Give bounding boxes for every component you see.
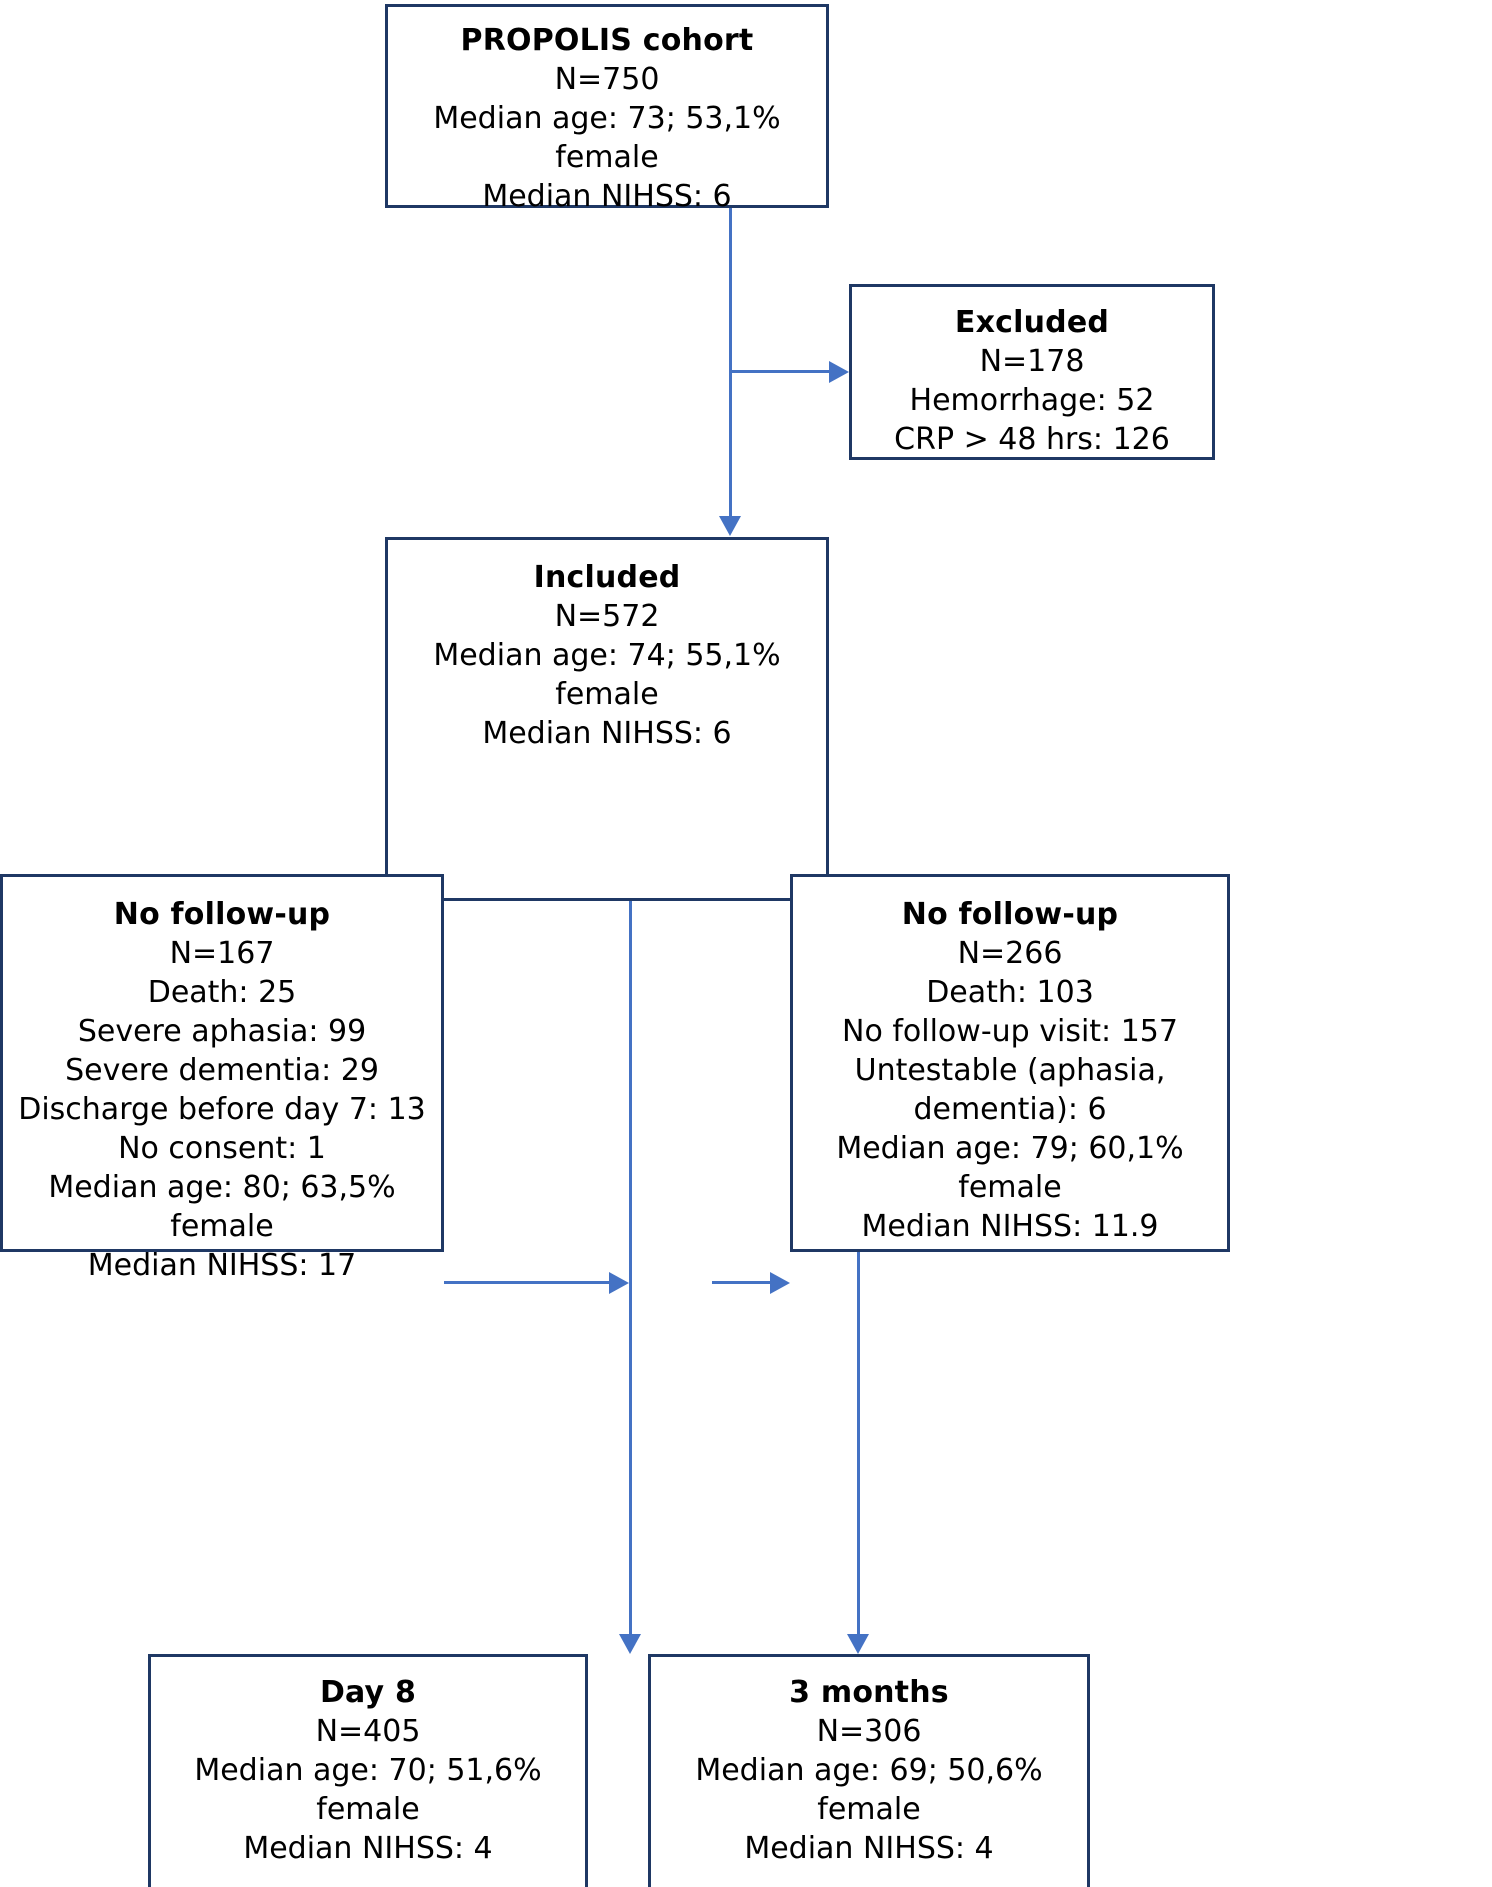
- node-line: Hemorrhage: 52: [909, 383, 1155, 418]
- node-lines: N=572 Median age: 74; 55,1% female Media…: [388, 597, 826, 753]
- node-title: Excluded: [954, 305, 1110, 340]
- connector-nofu-3months: [712, 1281, 774, 1284]
- node-line: Untestable (aphasia, dementia): 6: [854, 1053, 1175, 1127]
- node-line: Median age: 69; 50,6% female: [695, 1753, 1053, 1827]
- node-line: Median NIHSS: 11.9: [861, 1209, 1159, 1244]
- node-lines: N=750 Median age: 73; 53,1% female Media…: [388, 60, 826, 216]
- node-title: Included: [533, 560, 681, 595]
- node-line: N=572: [554, 599, 660, 634]
- node-line: No follow-up visit: 157: [842, 1014, 1178, 1049]
- node-line: Median NIHSS: 4: [744, 1831, 994, 1866]
- node-line: No consent: 1: [118, 1131, 326, 1166]
- node-line: N=178: [979, 344, 1085, 379]
- node-line: N=266: [957, 936, 1063, 971]
- arrowhead-to-day8: [619, 1634, 641, 1654]
- node-title: No follow-up: [901, 897, 1119, 932]
- node-no-follow-up-day8[interactable]: No follow-up N=167 Death: 25 Severe apha…: [0, 874, 444, 1283]
- node-title: No follow-up: [113, 897, 331, 932]
- node-title: Day 8: [319, 1675, 417, 1710]
- node-title: PROPOLIS cohort: [460, 23, 754, 58]
- node-no-follow-up-3months[interactable]: No follow-up N=266 Death: 103 No follow-…: [790, 874, 1230, 1252]
- arrowhead-nofu-day8: [609, 1272, 629, 1294]
- node-line: N=405: [315, 1714, 421, 1749]
- node-line: N=306: [816, 1714, 922, 1749]
- node-lines: N=266 Death: 103 No follow-up visit: 157…: [793, 934, 1227, 1246]
- node-line: N=167: [169, 936, 275, 971]
- node-line: Severe aphasia: 99: [77, 1014, 367, 1049]
- connector-included-left-trunk: [629, 898, 632, 1640]
- node-line: Severe dementia: 29: [65, 1053, 379, 1088]
- node-line: Median age: 80; 63,5% female: [48, 1170, 406, 1244]
- node-day-8[interactable]: Day 8 N=405 Median age: 70; 51,6% female…: [148, 1654, 588, 1887]
- node-line: CRP > 48 hrs: 126: [894, 422, 1170, 457]
- node-line: Median NIHSS: 6: [482, 179, 732, 214]
- node-excluded[interactable]: Excluded N=178 Hemorrhage: 52 CRP > 48 h…: [849, 284, 1215, 460]
- node-line: Discharge before day 7: 13: [18, 1092, 426, 1127]
- node-line: Median NIHSS: 4: [243, 1831, 493, 1866]
- node-lines: N=167 Death: 25 Severe aphasia: 99 Sever…: [3, 934, 441, 1285]
- node-line: Death: 25: [147, 975, 297, 1010]
- node-lines: N=178 Hemorrhage: 52 CRP > 48 hrs: 126: [852, 342, 1212, 459]
- node-lines: N=306 Median age: 69; 50,6% female Media…: [651, 1712, 1087, 1868]
- connector-cohort-trunk: [729, 208, 732, 524]
- node-included[interactable]: Included N=572 Median age: 74; 55,1% fem…: [385, 537, 829, 901]
- node-line: N=750: [554, 62, 660, 97]
- connector-included-right-trunk: [857, 898, 860, 1640]
- node-3-months[interactable]: 3 months N=306 Median age: 69; 50,6% fem…: [648, 1654, 1090, 1887]
- node-propolis-cohort[interactable]: PROPOLIS cohort N=750 Median age: 73; 53…: [385, 4, 829, 214]
- node-line: Median NIHSS: 17: [87, 1248, 357, 1283]
- node-line: Median age: 79; 60,1% female: [836, 1131, 1194, 1205]
- node-line: Median age: 74; 55,1% female: [433, 638, 791, 712]
- arrowhead-to-3months: [847, 1634, 869, 1654]
- node-line: Median NIHSS: 6: [482, 716, 732, 751]
- connector-nofu-day8: [444, 1281, 612, 1284]
- arrowhead-cohort-to-included: [719, 516, 741, 536]
- node-line: Median age: 73; 53,1% female: [433, 101, 791, 175]
- arrowhead-nofu-3months: [770, 1272, 790, 1294]
- connector-cohort-to-excluded: [729, 370, 833, 373]
- node-title: 3 months: [789, 1675, 949, 1710]
- node-lines: N=405 Median age: 70; 51,6% female Media…: [151, 1712, 585, 1868]
- node-line: Death: 103: [926, 975, 1094, 1010]
- node-line: Median age: 70; 51,6% female: [194, 1753, 552, 1827]
- arrowhead-to-excluded: [829, 361, 849, 383]
